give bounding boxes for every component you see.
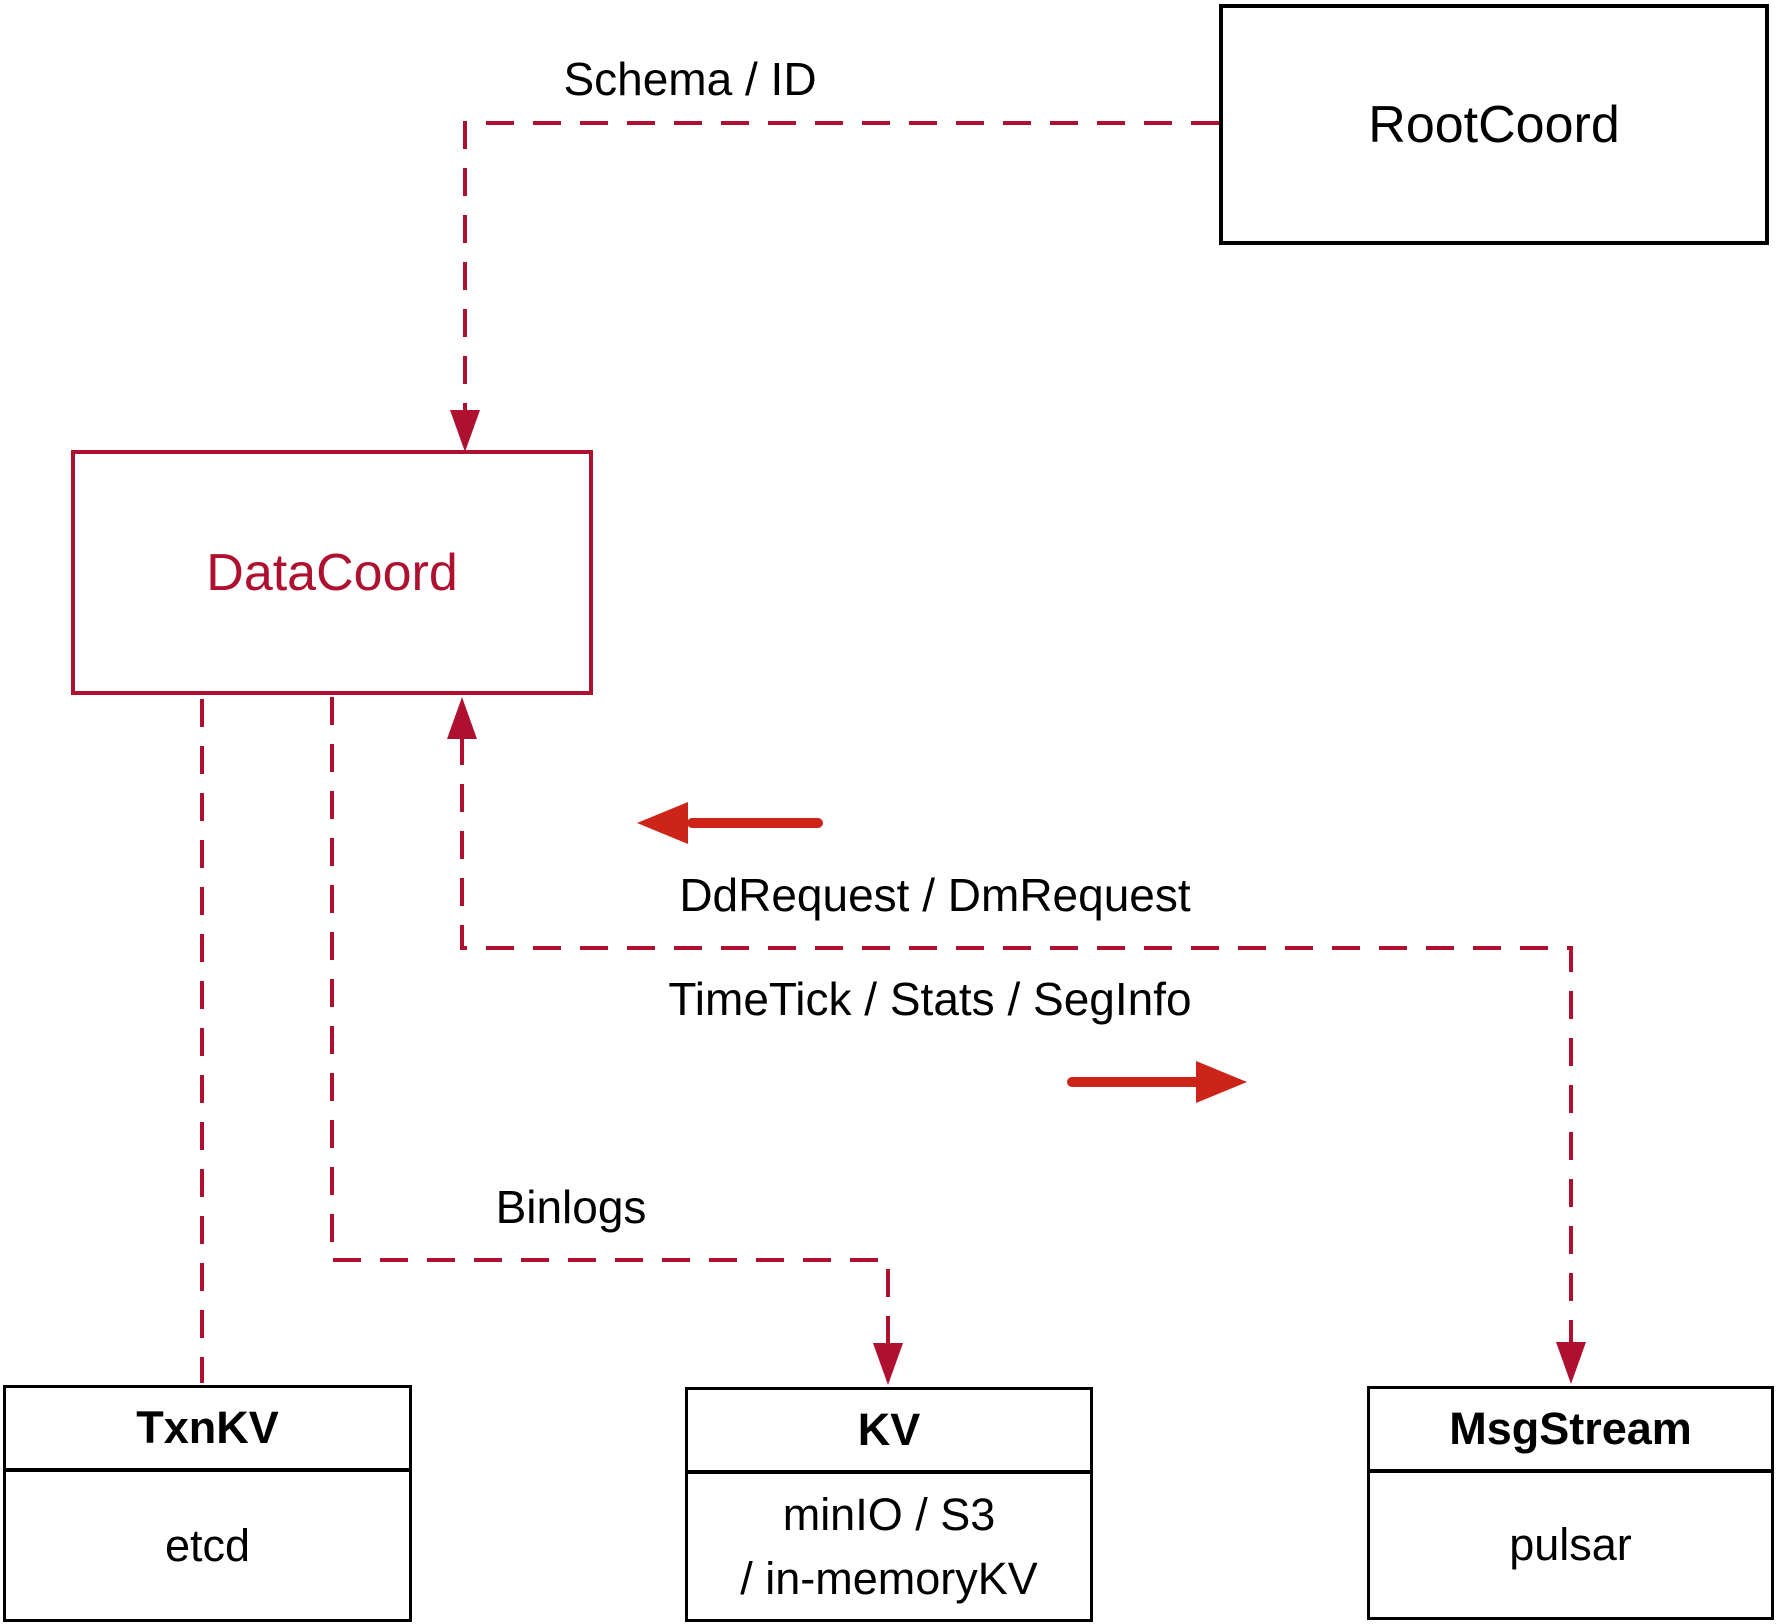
node-kv: KV minIO / S3 / in-memoryKV bbox=[685, 1387, 1093, 1622]
kv-body-line1: minIO / S3 bbox=[782, 1488, 996, 1540]
txnkv-body: etcd bbox=[164, 1519, 251, 1571]
datacoord-label: DataCoord bbox=[206, 543, 458, 602]
schema-id-arrowhead-icon bbox=[450, 410, 480, 452]
edge-label-binlogs: Binlogs bbox=[495, 1181, 647, 1233]
bus-down-arrowhead-icon bbox=[1556, 1342, 1586, 1384]
schema-id-connector bbox=[463, 121, 1219, 412]
binlogs-arrowhead-icon bbox=[873, 1343, 903, 1385]
kv-title: KV bbox=[688, 1390, 1090, 1474]
dd-request-direction-arrow-icon bbox=[637, 802, 823, 844]
bus-up-arrowhead-icon bbox=[447, 697, 477, 739]
msgstream-title: MsgStream bbox=[1370, 1389, 1771, 1473]
node-rootcoord: RootCoord bbox=[1219, 4, 1769, 245]
edge-label-schema-id: Schema / ID bbox=[563, 53, 817, 105]
node-txnkv: TxnKV etcd bbox=[3, 1385, 412, 1622]
kv-body-line2: / in-memoryKV bbox=[740, 1552, 1038, 1604]
edge-label-timetick: TimeTick / Stats / SegInfo bbox=[668, 973, 1192, 1025]
txnkv-title: TxnKV bbox=[6, 1388, 409, 1472]
node-datacoord: DataCoord bbox=[71, 450, 593, 695]
msgstream-body: pulsar bbox=[1509, 1519, 1632, 1570]
node-msgstream: MsgStream pulsar bbox=[1367, 1386, 1774, 1620]
timetick-direction-arrow-icon bbox=[1067, 1061, 1247, 1103]
msgstream-bus-connector bbox=[460, 737, 1573, 1344]
edge-label-ddrequest: DdRequest / DmRequest bbox=[679, 869, 1191, 921]
rootcoord-label: RootCoord bbox=[1368, 95, 1620, 154]
